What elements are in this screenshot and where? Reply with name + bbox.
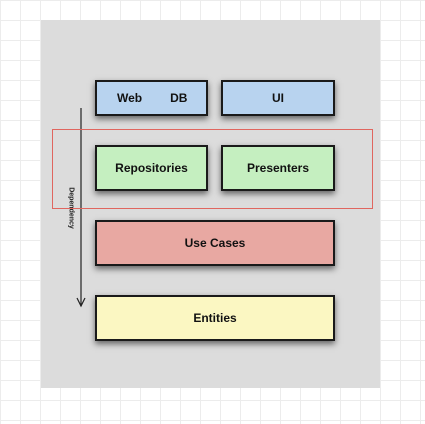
use-cases-box: Use Cases (95, 220, 335, 266)
use-cases-label: Use Cases (184, 236, 246, 250)
entities-label: Entities (193, 311, 237, 325)
entities-box: Entities (95, 295, 335, 341)
presenters-label: Presenters (246, 161, 310, 175)
ui-box: UI (221, 80, 335, 116)
presenters-box: Presenters (221, 145, 335, 191)
dependency-arrow (76, 108, 86, 308)
web-label: Web (117, 91, 143, 105)
ui-label: UI (272, 91, 284, 105)
repositories-box: Repositories (95, 145, 208, 191)
web-db-box: Web DB (95, 80, 208, 116)
adapters-highlight-frame (52, 129, 373, 209)
db-label: DB (170, 91, 188, 105)
repositories-label: Repositories (115, 161, 188, 175)
